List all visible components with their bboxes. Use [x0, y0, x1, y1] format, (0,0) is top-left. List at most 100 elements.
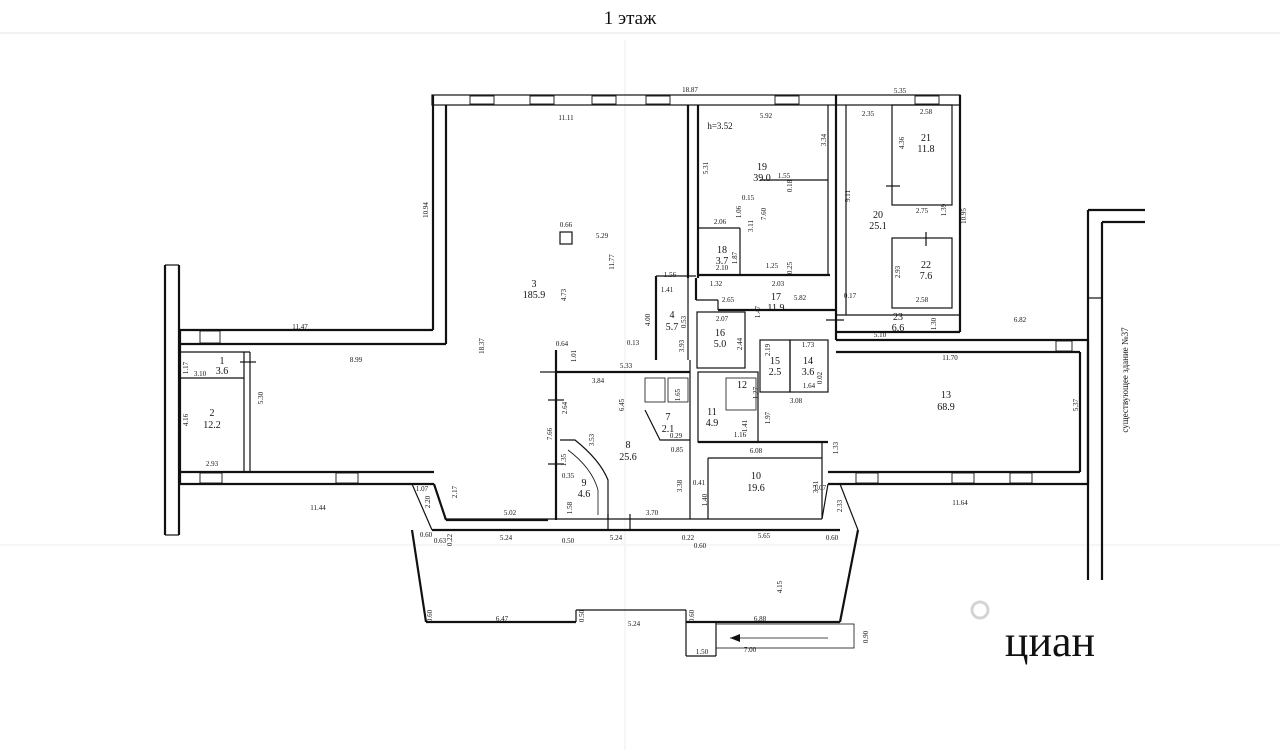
room-number: 7: [666, 412, 671, 423]
dimension-labels: 18.87 5.35 11.11 5.92 3.34 2.35 2.58 4.3…: [182, 86, 1080, 656]
room-number: 10: [751, 471, 761, 482]
room-number: 4: [670, 310, 675, 321]
room-area: 68.9: [937, 402, 955, 413]
room-number: 14: [803, 356, 813, 367]
dimension-label: 11.44: [310, 504, 326, 512]
dimension-label: 3.93: [678, 339, 686, 352]
dimension-label: 6.45: [618, 398, 626, 411]
dimension-label: 7.60: [760, 207, 768, 220]
dimension-label: 10.95: [960, 208, 968, 224]
room-number: 21: [921, 133, 931, 144]
dimension-label: 6.88: [754, 615, 767, 623]
room-area: 11.8: [917, 144, 934, 155]
dimension-label: 1.40: [701, 493, 709, 506]
dimension-label: 0.90: [862, 630, 870, 643]
room-number: 17: [771, 292, 781, 303]
dimension-label: 3.38: [676, 479, 684, 492]
dimension-label: 1.47: [754, 305, 762, 318]
dimension-label: 1.35: [560, 453, 568, 466]
dimension-label: 6.82: [1014, 316, 1027, 324]
dimension-label: 5.33: [620, 362, 633, 370]
dimension-label: 5.31: [702, 161, 710, 174]
dimension-label: 3.70: [646, 509, 659, 517]
dimension-label: 11.70: [942, 354, 958, 362]
watermark: циан: [970, 600, 1095, 666]
dimension-label: 6.47: [496, 615, 509, 623]
dimension-label: 5.29: [596, 232, 609, 240]
room-area: 3.6: [802, 367, 815, 378]
room-area: 39.0: [753, 173, 771, 184]
watermark-text: циан: [1005, 617, 1095, 666]
room-number: 9: [582, 478, 587, 489]
dimension-label: 2.93: [894, 265, 902, 278]
room-number: 15: [770, 356, 780, 367]
room-labels: 1 3.6 2 12.2 3 185.9 4 5.7 7 2.1 8 25.6 …: [203, 121, 955, 500]
room-number: 19: [757, 162, 767, 173]
dimension-label: 2.07: [716, 315, 729, 323]
neighbor-building-label: существующее здание №37: [1120, 327, 1130, 433]
dimension-label: 5.24: [628, 620, 641, 628]
room-area: 12.2: [203, 420, 221, 431]
room-area: 6.6: [892, 323, 905, 334]
dimension-label: 0.15: [742, 194, 755, 202]
dimension-label: 0.60: [420, 531, 433, 539]
dimension-label: 9.11: [844, 190, 852, 202]
dimension-label: 1.97: [764, 411, 772, 424]
room-number: 22: [921, 260, 931, 271]
dimension-label: 5.30: [257, 391, 265, 404]
dimension-label: 18.37: [478, 338, 486, 354]
room-area: 185.9: [523, 290, 546, 301]
dimension-label: 11.64: [952, 499, 968, 507]
dimension-label: 0.60: [826, 534, 839, 542]
dimension-label: 2.17: [451, 485, 459, 498]
dimension-label: 5.92: [760, 112, 773, 120]
dimension-label: 0.63: [434, 537, 447, 545]
dimension-label: 1.17: [182, 361, 190, 374]
dimension-label: 5.65: [758, 532, 771, 540]
dimension-label: 1.65: [674, 388, 682, 401]
dimension-label: 3.31: [812, 480, 820, 493]
room-number: 8: [626, 440, 631, 451]
dimension-label: 3.08: [790, 397, 803, 405]
dimension-label: 2.20: [424, 495, 432, 508]
dimension-label: 0.50: [578, 609, 586, 622]
room-area: 3.7: [716, 256, 729, 267]
dimension-label: 2.06: [714, 218, 727, 226]
dimension-label: 0.85: [671, 446, 684, 454]
dimension-label: 4.00: [644, 313, 652, 326]
dimension-label: 0.50: [562, 537, 575, 545]
dimension-label: 5.37: [1072, 398, 1080, 411]
dimension-label: 4.15: [776, 580, 784, 593]
dimension-label: 5.02: [504, 509, 517, 517]
room-area: 4.6: [578, 489, 591, 500]
dimension-label: 2.58: [920, 108, 933, 116]
interior-walls: [180, 104, 953, 657]
dimension-label: 5.10: [874, 331, 887, 339]
dimension-label: 7.66: [546, 427, 554, 440]
room-number: 1: [220, 356, 225, 367]
dimension-label: 1.50: [696, 648, 709, 656]
dimension-label: 0.13: [627, 339, 640, 347]
room-number: 3: [532, 279, 537, 290]
dimension-label: 0.22: [682, 534, 695, 542]
watermark-icon: [970, 600, 990, 620]
room-number: 16: [715, 328, 725, 339]
dimension-label: 0.29: [670, 432, 683, 440]
room-area: 19.6: [747, 483, 765, 494]
dimension-label: 10.94: [422, 202, 430, 218]
dimension-label: 11.77: [608, 254, 616, 270]
dimension-label: 3.53: [588, 433, 596, 446]
room-area: 5.7: [666, 322, 679, 333]
dimension-label: 8.99: [350, 356, 363, 364]
dimension-label: 4.16: [182, 413, 190, 426]
windows: [199, 95, 1073, 484]
dimension-label: 4.36: [898, 136, 906, 149]
dimension-label: 2.75: [916, 207, 929, 215]
dimension-label: 5.24: [610, 534, 623, 542]
dimension-label: 3.11: [747, 220, 755, 232]
dimension-label: 1.25: [766, 262, 779, 270]
dimension-label: 0.22: [446, 533, 454, 546]
room-number: 20: [873, 210, 883, 221]
dimension-label: 2.44: [736, 337, 744, 350]
ceiling-height: h=3.52: [707, 121, 732, 131]
